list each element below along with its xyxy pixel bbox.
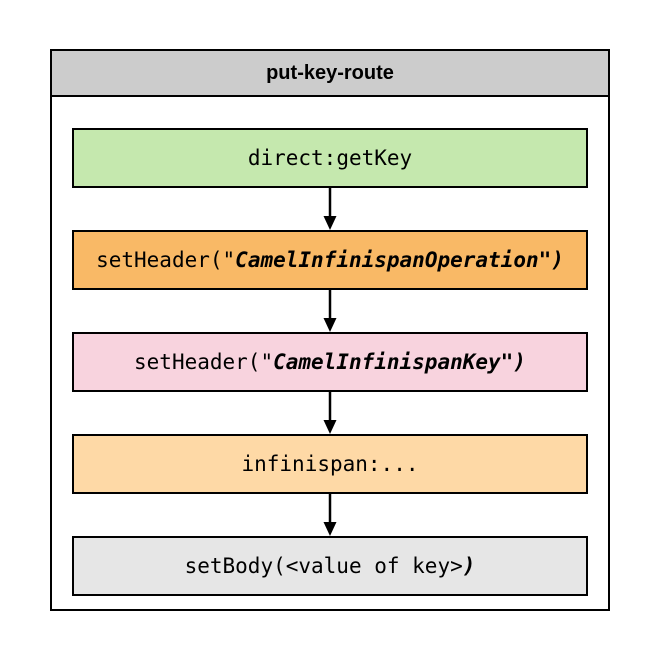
node-label-emphasis: CamelInfinispanOperation")	[235, 248, 564, 272]
node-label: setBody(<value of key>	[184, 554, 463, 578]
node-label: setHeader("	[96, 248, 236, 272]
node-setheader-operation: setHeader("CamelInfinispanOperation")	[72, 230, 588, 290]
arrow-head	[323, 420, 337, 434]
arrow-down-icon	[323, 290, 337, 332]
node-label-emphasis: CamelInfinispanKey")	[273, 350, 526, 374]
route-frame: put-key-route direct:getKey setHeader("C…	[50, 49, 610, 611]
node-label: direct:getKey	[247, 146, 413, 170]
route-title-bar: put-key-route	[52, 51, 608, 97]
arrow-down-icon	[323, 188, 337, 230]
arrow-head	[323, 216, 337, 230]
node-label: infinispan:...	[241, 452, 419, 476]
node-infinispan-endpoint: infinispan:...	[72, 434, 588, 494]
node-direct-getkey: direct:getKey	[72, 128, 588, 188]
node-label-emphasis: )	[462, 554, 476, 578]
arrow-down-icon	[323, 494, 337, 536]
node-setheader-key: setHeader("CamelInfinispanKey")	[72, 332, 588, 392]
node-label: setHeader("	[134, 350, 274, 374]
route-title: put-key-route	[266, 61, 394, 84]
arrow-head	[323, 522, 337, 536]
node-setbody-value: setBody(<value of key>)	[72, 536, 588, 596]
arrow-down-icon	[323, 392, 337, 434]
arrow-head	[323, 318, 337, 332]
route-body: direct:getKey setHeader("CamelInfinispan…	[52, 97, 608, 596]
